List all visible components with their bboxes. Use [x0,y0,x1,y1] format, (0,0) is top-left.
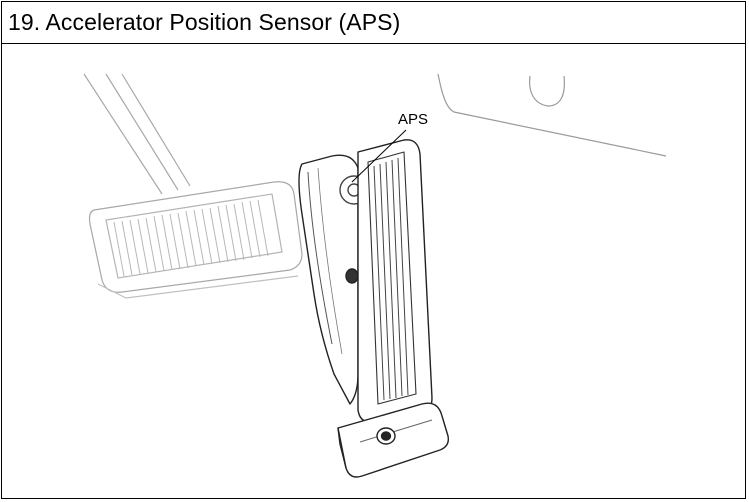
brake-pedal [83,73,303,299]
callout-label-aps: APS [398,111,428,128]
pedal-illustration: APS [2,44,747,499]
page-title: 19. Accelerator Position Sensor (APS) [8,9,401,35]
accelerator-pedal [298,139,450,478]
callout-aps: APS [351,111,428,183]
callout-leader-line [351,129,407,183]
title-bar: 19. Accelerator Position Sensor (APS) [2,2,745,44]
pedal-drawing: APS [83,73,667,478]
body-panel [437,73,667,157]
